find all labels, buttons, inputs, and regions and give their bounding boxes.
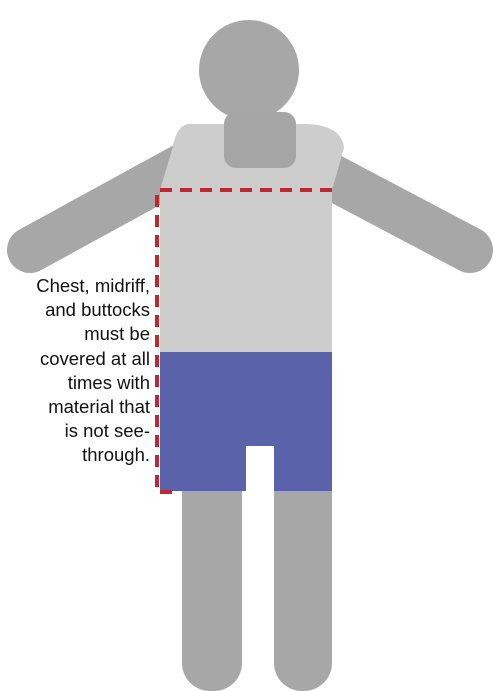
caption-line: and buttocks — [8, 298, 150, 322]
caption-line: material that — [8, 395, 150, 419]
coverage-caption: Chest, midriff, and buttocks must be cov… — [8, 274, 150, 468]
caption-line: through. — [8, 443, 150, 467]
caption-line: times with — [8, 371, 150, 395]
left-leg — [182, 460, 242, 691]
right-leg — [274, 460, 332, 691]
shorts — [160, 352, 332, 491]
head — [199, 20, 299, 120]
neck-collar — [224, 112, 296, 168]
caption-line: must be — [8, 322, 150, 346]
caption-line: Chest, midriff, — [8, 274, 150, 298]
caption-line: is not see- — [8, 419, 150, 443]
caption-line: covered at all — [8, 347, 150, 371]
